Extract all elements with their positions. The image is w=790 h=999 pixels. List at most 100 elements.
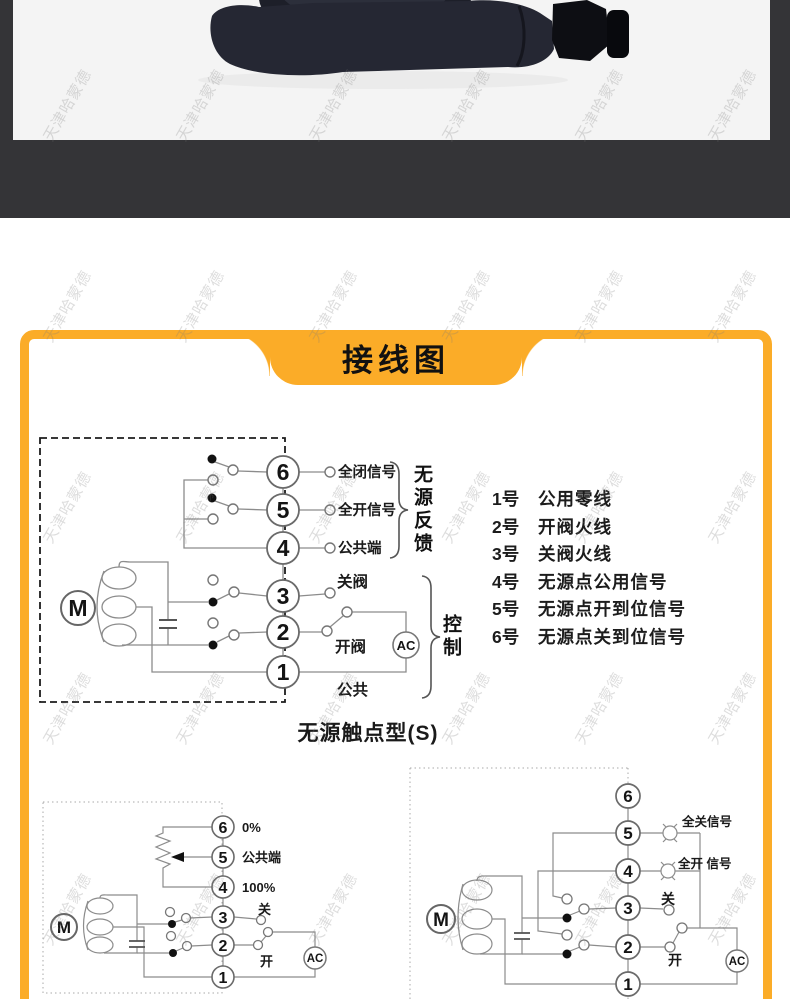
terminal-number: 6 — [219, 820, 228, 837]
diagram-a-wires — [118, 461, 407, 673]
label-t6: 0% — [242, 820, 261, 835]
note-line: 2号开阀火线 — [492, 514, 686, 542]
motor-label: M — [68, 595, 87, 621]
label-t5: 全开信号 — [337, 501, 396, 519]
contact-dots — [168, 920, 177, 957]
label-t3: 关 — [258, 902, 271, 917]
note-desc: 关阀火线 — [538, 544, 612, 564]
contact-dots — [562, 913, 572, 959]
label-t2: 开 — [260, 954, 273, 969]
switch-contacts — [164, 906, 274, 952]
wiring-diagram-panel: 接线图 — [20, 330, 772, 999]
section-title: 接线图 — [342, 343, 450, 378]
terminal-number: 4 — [219, 880, 228, 897]
ac-source-symbol — [725, 949, 749, 973]
motor-label: M — [57, 918, 71, 937]
wiper-arrow — [171, 852, 184, 862]
capacitor-icon — [129, 940, 145, 948]
note-desc: 开阀火线 — [538, 516, 612, 537]
actuator-boundary-dashed — [39, 437, 286, 703]
wiring-diagram-lamp-feedback: M AC 6 5 4 3 2 1 全关信号 全 — [405, 758, 760, 999]
motor-symbol — [426, 904, 456, 934]
terminal-number: 4 — [277, 535, 290, 561]
label-t2: 开阀 — [335, 637, 366, 656]
wiring-diagram-passive-contact: M AC 6 5 4 3 2 1 — [38, 430, 470, 710]
motor-windings — [457, 879, 493, 955]
diagram-c-svg: M AC 6 5 4 3 2 1 全关信号 全 — [409, 767, 749, 999]
terminal-number: 6 — [623, 787, 632, 806]
wiring-diagram-potentiometer: M AC 6 5 4 3 2 1 0% 公共端 — [40, 795, 332, 999]
motor-windings — [96, 566, 137, 647]
valve-actuator-photo-illustration — [198, 0, 629, 89]
diagram-b-svg: M AC 6 5 4 3 2 1 0% 公共端 — [42, 801, 327, 994]
diagram-a-caption: 无源触点型(S) — [297, 722, 439, 745]
capacitor-icon — [514, 932, 530, 940]
lamp-icons — [660, 823, 678, 881]
terminal-number: 3 — [623, 899, 632, 918]
note-line: 4号无源点公用信号 — [492, 569, 686, 597]
note-number: 1号 — [492, 489, 520, 509]
ac-label: AC — [397, 638, 416, 653]
terminal-number: 3 — [277, 583, 290, 609]
section-title-ribbon: 接线图 — [226, 330, 566, 385]
note-line: 1号公用零线 — [492, 486, 686, 514]
terminal-circles: 6 5 4 3 2 1 — [615, 783, 641, 997]
terminal-number: 1 — [219, 970, 228, 987]
terminal-circles: 6 5 4 3 2 1 — [266, 455, 300, 689]
note-number: 5号 — [492, 599, 520, 619]
capacitor-icon — [159, 619, 177, 629]
terminal-number: 6 — [277, 459, 290, 485]
terminal-number: 3 — [219, 910, 228, 927]
actuator-boundary-dotted — [409, 767, 629, 999]
label-t6: 全闭信号 — [337, 463, 396, 481]
note-line: 3号关阀火线 — [492, 541, 686, 569]
label-t5: 全关信号 — [681, 814, 732, 829]
motor-symbol — [50, 913, 78, 941]
product-photo — [13, 0, 770, 140]
label-t5: 公共端 — [242, 850, 281, 865]
terminal-number: 2 — [219, 938, 228, 955]
terminal-number: 1 — [277, 659, 290, 685]
note-desc: 无源点关到位信号 — [538, 626, 686, 647]
switch-contacts — [561, 893, 688, 953]
motor-label: M — [433, 910, 449, 931]
terminal-number: 2 — [277, 619, 290, 645]
note-desc: 公用零线 — [538, 489, 612, 509]
terminal-number: 1 — [623, 975, 632, 994]
terminal-number: 5 — [219, 850, 228, 867]
label-t3: 关 — [661, 891, 675, 907]
note-number: 2号 — [492, 516, 520, 537]
switch-contacts — [207, 464, 353, 641]
motor-symbol — [60, 590, 96, 626]
control-group-label: 控制 — [440, 614, 461, 660]
note-number: 3号 — [492, 544, 520, 564]
note-line: 5号无源点开到位信号 — [492, 596, 686, 624]
actuator-boundary-dotted — [42, 801, 223, 994]
ac-label: AC — [307, 953, 324, 965]
terminal-number: 2 — [623, 938, 632, 957]
motor-windings — [82, 897, 114, 954]
terminal-notes-list: 1号公用零线 2号开阀火线 3号关阀火线 4号无源点公用信号 5号无源点开到位信… — [492, 486, 686, 651]
ac-label: AC — [729, 956, 746, 968]
label-t2: 开 — [668, 952, 682, 968]
product-photo-section — [0, 0, 790, 218]
note-line: 6号无源点关到位信号 — [492, 624, 686, 652]
terminal-number: 5 — [277, 497, 290, 523]
terminal-circles: 6 5 4 3 2 1 — [211, 815, 235, 989]
label-t4: 全开 信号 — [677, 856, 731, 871]
label-t1: 公共 — [337, 681, 369, 699]
label-t4: 100% — [242, 880, 276, 895]
note-number: 6号 — [492, 626, 520, 647]
diagram-b-wires — [99, 826, 316, 978]
contact-dots — [207, 454, 218, 650]
note-number: 4号 — [492, 571, 520, 592]
note-desc: 无源点开到位信号 — [538, 599, 686, 619]
label-t4: 公共端 — [338, 539, 382, 557]
note-desc: 无源点公用信号 — [538, 571, 668, 592]
ac-source-symbol — [303, 946, 327, 970]
ac-source-symbol — [392, 631, 420, 659]
feedback-group-label: 无源反馈 — [411, 464, 432, 556]
group-braces — [389, 461, 441, 699]
label-t3: 关阀 — [337, 572, 368, 591]
